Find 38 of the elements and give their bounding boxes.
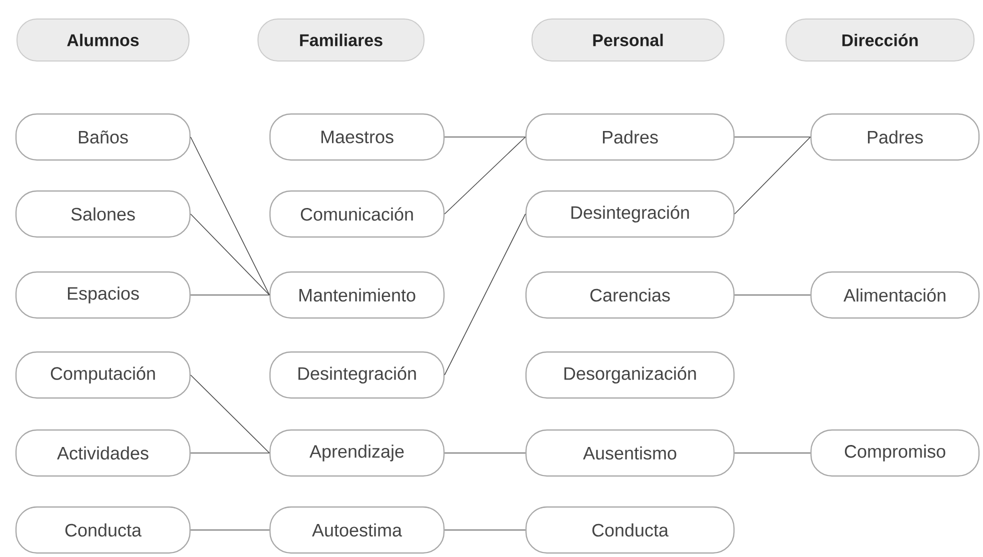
connector-line bbox=[734, 136, 811, 214]
term-box: Espacios bbox=[15, 271, 191, 319]
column-header: Familiares bbox=[258, 18, 424, 62]
connector-line bbox=[190, 214, 270, 296]
connector-line bbox=[444, 214, 526, 376]
term-box: Ausentismo bbox=[525, 429, 735, 477]
connector-line bbox=[190, 452, 270, 454]
connector-line bbox=[444, 452, 526, 454]
term-box: Computación bbox=[15, 351, 191, 399]
term-box: Padres bbox=[525, 113, 735, 161]
term-box: Mantenimiento bbox=[269, 271, 445, 319]
connector-line bbox=[190, 374, 270, 454]
term-box: Conducta bbox=[15, 506, 191, 554]
term-box: Comunicación bbox=[269, 190, 445, 238]
term-box: Alimentación bbox=[810, 271, 980, 319]
term-box: Salones bbox=[15, 190, 191, 238]
term-box: Conducta bbox=[525, 506, 735, 554]
term-box: Padres bbox=[810, 113, 980, 161]
connector-line bbox=[734, 452, 811, 454]
term-box: Desorganización bbox=[525, 351, 735, 399]
connector-line bbox=[734, 294, 811, 296]
term-box: Carencias bbox=[525, 271, 735, 319]
connector-line bbox=[444, 136, 526, 138]
term-box: Desintegración bbox=[525, 190, 735, 238]
term-box: Autoestima bbox=[269, 506, 445, 554]
connector-line bbox=[190, 294, 270, 296]
column-header: Personal bbox=[532, 18, 724, 62]
term-box: Actividades bbox=[15, 429, 191, 477]
term-box: Maestros bbox=[269, 113, 445, 161]
term-box: Baños bbox=[15, 113, 191, 161]
connector-line bbox=[444, 136, 526, 214]
term-box: Aprendizaje bbox=[269, 429, 445, 477]
column-header: Dirección bbox=[786, 18, 974, 62]
connector-line bbox=[734, 136, 811, 138]
connector-line bbox=[190, 136, 270, 296]
term-box: Compromiso bbox=[810, 429, 980, 477]
term-box: Desintegración bbox=[269, 351, 445, 399]
column-header: Alumnos bbox=[16, 18, 190, 62]
